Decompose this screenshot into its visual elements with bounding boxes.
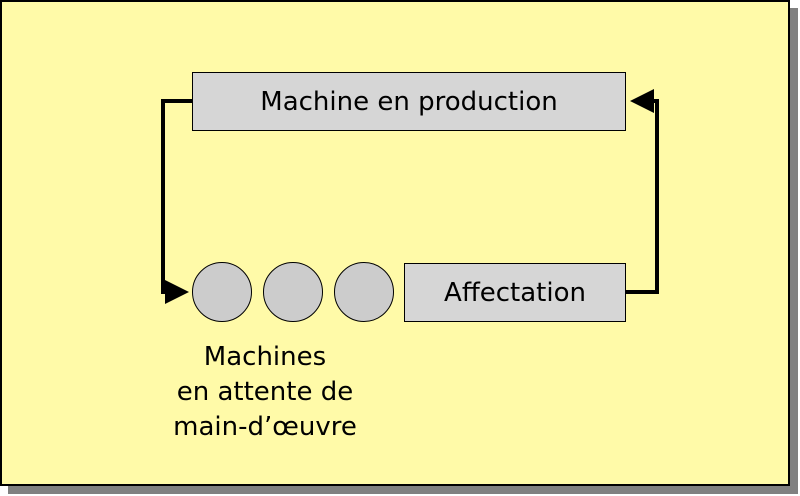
queue-label-line-3: main-d’œuvre [173,412,357,442]
queue-label-line-1: Machines [203,342,327,372]
machine-en-production-label: Machine en production [260,86,558,117]
affectation-box: Affectation [404,263,626,322]
machine-en-production-box: Machine en production [192,72,626,131]
affectation-label: Affectation [444,277,586,308]
queue-machine-circle-3 [334,262,394,322]
arrow-production-to-queue [161,99,192,304]
queue-machine-circle-2 [263,262,323,322]
queue-label: Machines en attente de main-d’œuvre [140,340,390,445]
queue-label-line-2: en attente de [176,377,354,407]
queue-machine-circle-1 [192,262,252,322]
arrow-affectation-to-production [626,89,659,294]
